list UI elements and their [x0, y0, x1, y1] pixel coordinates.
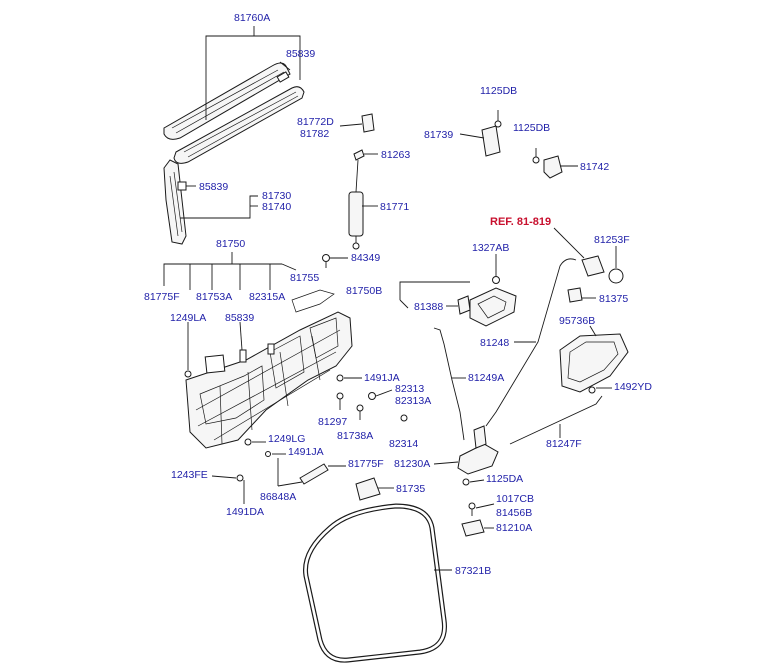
label-82313a: 82313A [395, 395, 431, 407]
clip-84349-part [322, 254, 330, 268]
label-82315a: 82315A [249, 291, 285, 303]
label-1492yd: 1492YD [614, 381, 652, 393]
label-85839-top: 85839 [286, 48, 315, 60]
label-81456b: 81456B [496, 507, 532, 519]
label-81248: 81248 [480, 337, 509, 349]
label-81775f-a: 81775F [144, 291, 180, 303]
label-1125db-b: 1125DB [513, 122, 550, 134]
label-1125da: 1125DA [486, 473, 523, 485]
plate-81739-part [481, 110, 540, 164]
bracket-81772d-part [361, 113, 375, 133]
label-81297: 81297 [318, 416, 347, 428]
label-81253f: 81253F [594, 234, 630, 246]
label-1491ja-a: 1491JA [364, 372, 400, 384]
gas-lifter-part [348, 149, 365, 250]
label-81739: 81739 [424, 129, 453, 141]
label-81375: 81375 [599, 293, 628, 305]
label-87321b: 87321B [455, 565, 491, 577]
label-81753a: 81753A [196, 291, 232, 303]
label-81742: 81742 [580, 161, 609, 173]
label-81755: 81755 [290, 272, 319, 284]
label-1327ab: 1327AB [472, 242, 509, 254]
label-81263: 81263 [381, 149, 410, 161]
rods-part [433, 258, 603, 445]
label-85839-low: 85839 [225, 312, 254, 324]
label-81782: 81782 [300, 128, 329, 140]
label-81771: 81771 [380, 201, 409, 213]
bumper-81742-part [543, 155, 563, 179]
label-81750: 81750 [216, 238, 245, 250]
label-81760a: 81760A [234, 12, 270, 24]
upper-garnish-part [163, 62, 305, 164]
label-82314: 82314 [389, 438, 418, 450]
label-1249lg: 1249LG [268, 433, 305, 445]
trim-panel-part [185, 289, 353, 449]
cylinder-81253f-part [567, 255, 624, 303]
label-1017cb: 1017CB [496, 493, 534, 505]
latch-81230a-part [457, 425, 499, 486]
label-82313: 82313 [395, 383, 424, 395]
label-81249a: 81249A [468, 372, 504, 384]
bracket-81735-part [355, 477, 381, 501]
side-garnish-part [163, 159, 187, 245]
label-ref-81-819: REF. 81-819 [490, 216, 551, 228]
leader-lines [163, 26, 617, 571]
label-1243fe: 1243FE [171, 469, 208, 481]
label-1249la: 1249LA [170, 312, 206, 324]
part-labels: 81760A 85839 81772D 81782 81263 1125DB 1… [144, 12, 652, 577]
label-81738a: 81738A [337, 430, 373, 442]
label-95736b: 95736B [559, 315, 595, 327]
label-85839-mid: 85839 [199, 181, 228, 193]
label-84349: 84349 [351, 252, 380, 264]
label-1491ja-b: 1491JA [288, 446, 324, 458]
striker-81210a-part [461, 502, 485, 537]
label-81230a: 81230A [394, 458, 430, 470]
label-81210a: 81210A [496, 522, 532, 534]
label-81750b: 81750B [346, 285, 382, 297]
label-81775f-b: 81775F [348, 458, 384, 470]
label-1491da: 1491DA [226, 506, 264, 518]
label-81772d: 81772D [297, 116, 334, 128]
label-86848a: 86848A [260, 491, 296, 503]
weatherstrip-87321b-part [303, 503, 447, 663]
actuator-95736b-part [559, 333, 629, 394]
label-81388: 81388 [414, 301, 443, 313]
label-81735: 81735 [396, 483, 425, 495]
label-81730: 81730 [262, 190, 291, 202]
small-fasteners-part [184, 370, 408, 485]
handle-assy-part [457, 276, 517, 327]
label-81247f: 81247F [546, 438, 582, 450]
label-81740: 81740 [262, 201, 291, 213]
label-1125db-a: 1125DB [480, 85, 517, 97]
